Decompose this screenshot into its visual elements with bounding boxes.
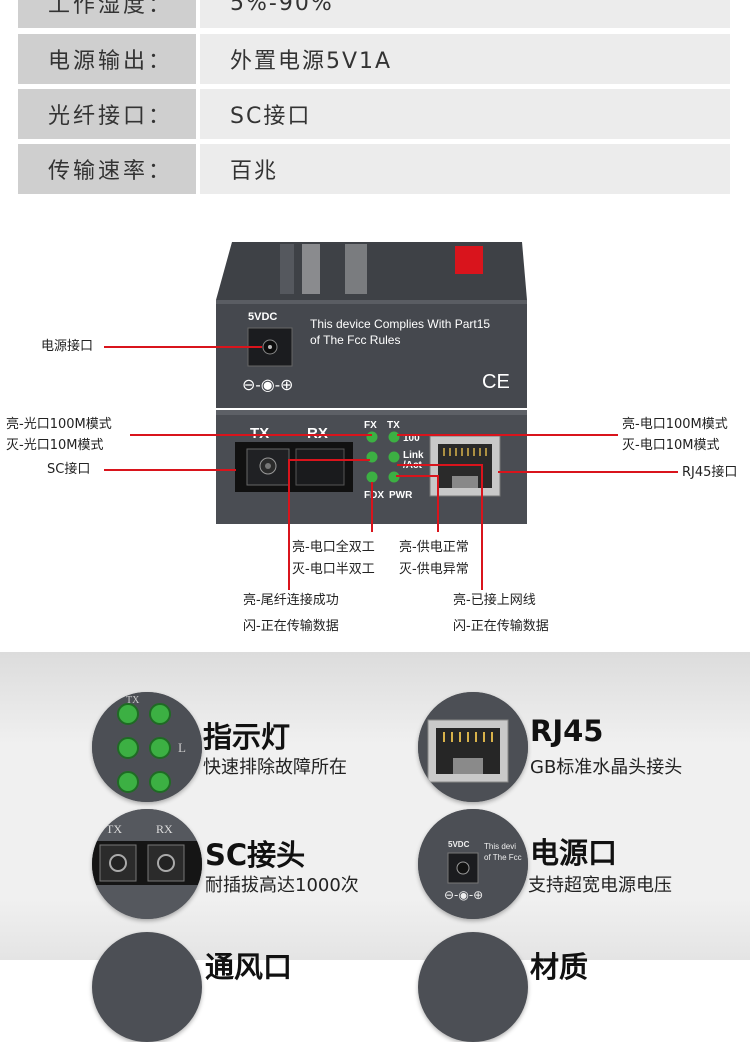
ce-mark: CE <box>482 371 510 393</box>
led-indicator-icon: TX L <box>92 692 202 802</box>
led-link <box>388 451 400 463</box>
spec-row-power-output: 电源输出： 外置电源5V1A <box>18 34 730 84</box>
feature-title-housing: 材质 <box>530 950 589 984</box>
rear-unit: 5VDC ⊖-◉-⊕ This device Complies With Par… <box>216 242 527 408</box>
device-illustration: 5VDC ⊖-◉-⊕ This device Complies With Par… <box>104 242 678 590</box>
svg-text:⊖-◉-⊕: ⊖-◉-⊕ <box>242 377 293 394</box>
annotation-fdx-off: 灭-电口半双工 <box>292 562 375 577</box>
tx-label: TX <box>250 425 269 442</box>
svg-text:This devi: This devi <box>484 842 516 851</box>
feature-subtitle-sc: 耐插拔高达1000次 <box>205 875 359 896</box>
spec-value: SC接口 <box>200 89 730 139</box>
annotation-fiber-link-blink: 闪-正在传输数据 <box>243 619 339 634</box>
rj45-port-icon <box>418 692 528 802</box>
led-tx-label: TX <box>387 420 400 431</box>
spec-label: 传输速率： <box>18 144 196 194</box>
annotation-rj45-port: RJ45接口 <box>682 465 738 480</box>
annotation-sc-port: SC接口 <box>47 462 91 477</box>
led-link-label: Link <box>403 450 424 461</box>
spec-value: 外置电源5V1A <box>200 34 730 84</box>
svg-text:5VDC: 5VDC <box>448 840 470 849</box>
svg-text:TX: TX <box>126 695 140 706</box>
annotation-elec-led-on: 亮-电口100M模式 <box>622 417 728 432</box>
feature-title-sc: SC接头 <box>205 838 306 872</box>
housing-icon <box>418 932 528 1042</box>
annotation-fiber-led-on: 亮-光口100M模式 <box>6 417 112 432</box>
annotation-net-link-blink: 闪-正在传输数据 <box>453 619 549 634</box>
led-100-label: 100 <box>403 433 420 444</box>
feature-subtitle-rj45: GB标准水晶头接头 <box>530 757 683 778</box>
led-pwr-label: PWR <box>389 490 413 501</box>
svg-text:⊖-◉-⊕: ⊖-◉-⊕ <box>444 888 483 902</box>
svg-text:RX: RX <box>156 822 173 836</box>
spec-row-speed: 传输速率： 百兆 <box>18 144 730 194</box>
svg-text:of The Fcc: of The Fcc <box>484 853 522 862</box>
power-label: 5VDC <box>248 311 277 323</box>
feature-subtitle-power: 支持超宽电源电压 <box>528 875 672 896</box>
svg-text:TX: TX <box>106 822 122 836</box>
rx-label: RX <box>307 425 328 442</box>
spec-value: 5%-90% <box>200 0 730 28</box>
led-fx-label: FX <box>364 420 377 431</box>
led-fx <box>366 431 378 443</box>
annotation-fdx-on: 亮-电口全双工 <box>292 540 375 555</box>
front-unit: TX RX FX TX 100 Link /Act FDX PWR <box>216 410 527 524</box>
svg-text:L: L <box>178 740 186 755</box>
annotation-lines <box>104 346 678 590</box>
vent-icon <box>92 932 202 1042</box>
annotation-pwr-on: 亮-供电正常 <box>399 540 469 555</box>
power-port-icon: 5VDC This devi of The Fcc ⊖-◉-⊕ <box>418 809 528 919</box>
device-diagram: 5VDC ⊖-◉-⊕ This device Complies With Par… <box>0 232 750 652</box>
spec-label: 光纤接口： <box>18 89 196 139</box>
spec-value: 百兆 <box>200 144 730 194</box>
led-pwr <box>388 471 400 483</box>
led-fdx-label: FDX <box>364 490 384 501</box>
led-pwr-left <box>366 471 378 483</box>
spec-row-humidity: 工作湿度： 5%-90% <box>18 0 730 28</box>
led-tx <box>388 431 400 443</box>
feature-subtitle-led: 快速排除故障所在 <box>203 757 347 778</box>
sc-connector-icon: TX RX <box>92 809 202 919</box>
feature-section: TX L 指示灯 快速排除故障所在 RJ45 GB标准水晶头接头 <box>0 652 750 1042</box>
annotation-elec-led-off: 灭-电口10M模式 <box>622 438 720 453</box>
spec-row-fiber-interface: 光纤接口： SC接口 <box>18 89 730 139</box>
compliance-line2: of The Fcc Rules <box>310 333 400 347</box>
feature-title-led: 指示灯 <box>203 720 291 754</box>
spec-label: 工作湿度： <box>18 0 196 28</box>
annotation-fiber-link-on: 亮-尾纤连接成功 <box>243 593 339 608</box>
spec-label: 电源输出： <box>18 34 196 84</box>
feature-title-rj45: RJ45 <box>530 714 604 748</box>
compliance-line1: This device Complies With Part15 <box>310 317 490 331</box>
annotation-power-port: 电源接口 <box>41 339 94 354</box>
annotation-fiber-led-off: 灭-光口10M模式 <box>6 438 104 453</box>
feature-title-power: 电源口 <box>530 836 618 870</box>
annotation-net-link-on: 亮-已接上网线 <box>453 593 536 608</box>
feature-title-vent: 通风口 <box>205 950 293 984</box>
annotation-pwr-off: 灭-供电异常 <box>399 562 469 577</box>
